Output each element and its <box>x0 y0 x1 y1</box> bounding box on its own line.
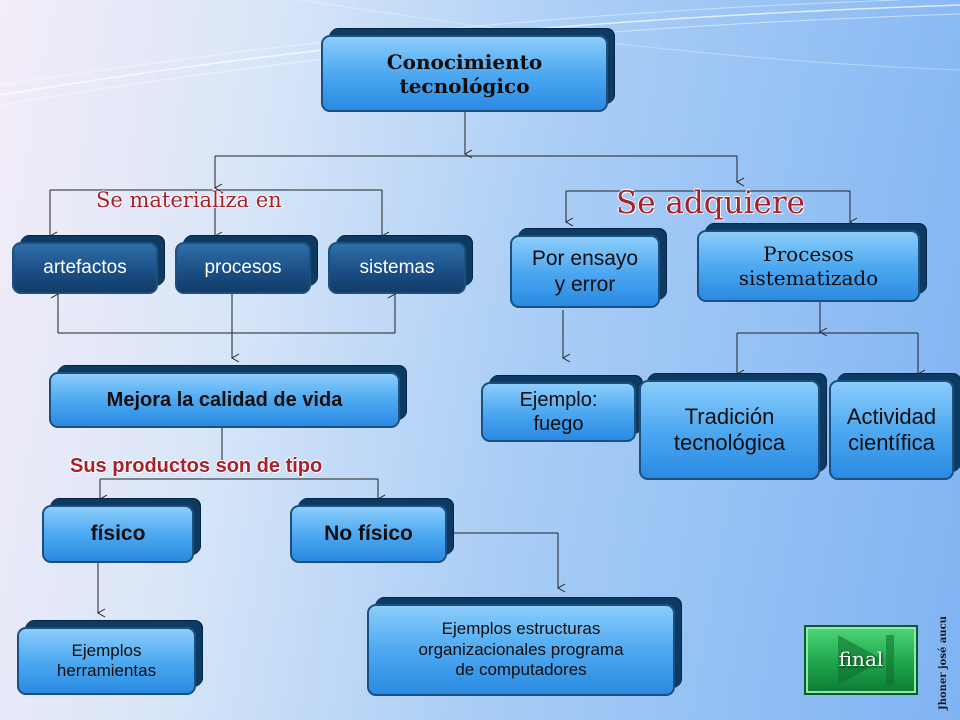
node-por-ensayo-y-error: Por ensayo y error <box>510 235 660 308</box>
final-button[interactable]: final <box>804 625 918 695</box>
final-button-label: final <box>838 647 884 671</box>
label-sus-productos: Sus productos son de tipo <box>70 455 323 477</box>
label-se-adquiere: Se adquiere <box>616 185 805 221</box>
node-procesos: procesos <box>175 242 311 294</box>
node-procesos-text: procesos <box>204 256 282 278</box>
node-ejemplos-herramientas-text: Ejemplos herramientas <box>56 640 157 680</box>
node-artefactos-text: artefactos <box>43 256 127 278</box>
skip-to-end-icon <box>838 635 894 685</box>
node-ejemplos-estructuras-text: Ejemplos estructuras organizacionales pr… <box>418 619 624 680</box>
node-mejora-calidad-vida: Mejora la calidad de vida <box>49 372 400 428</box>
node-conocimiento-tecnologico: Conocimiento tecnológico <box>321 35 608 112</box>
node-fuego-text: Ejemplo: fuego <box>519 389 598 435</box>
node-conocimiento-text: Conocimiento tecnológico <box>386 49 543 98</box>
node-sistemas-text: sistemas <box>359 256 435 278</box>
label-se-materializa-en: Se materializa en <box>96 188 282 212</box>
node-actividad-text: Actividad científica <box>846 403 937 455</box>
node-sistemas: sistemas <box>328 242 466 294</box>
node-artefactos: artefactos <box>12 242 158 294</box>
node-fisico-text: físico <box>90 522 146 546</box>
node-no-fisico: No físico <box>290 505 447 563</box>
node-actividad-cientifica: Actividad científica <box>829 380 954 480</box>
node-fisico: físico <box>42 505 194 563</box>
node-tradicion-text: Tradición tecnológica <box>673 403 786 455</box>
node-procesos-sistematizado: Procesos sistematizado <box>697 230 920 302</box>
node-ensayo-text: Por ensayo y error <box>531 247 639 296</box>
node-no-fisico-text: No físico <box>324 522 413 546</box>
node-ejemplos-estructuras: Ejemplos estructuras organizacionales pr… <box>367 604 675 696</box>
author-credit: Jhoner josé aucu <box>938 616 949 710</box>
node-ejemplos-herramientas: Ejemplos herramientas <box>17 627 196 695</box>
node-ejemplo-fuego: Ejemplo: fuego <box>481 382 636 442</box>
node-tradicion-tecnologica: Tradición tecnológica <box>639 380 820 480</box>
node-sistematizado-text: Procesos sistematizado <box>738 242 879 290</box>
node-mejora-text: Mejora la calidad de vida <box>106 389 343 411</box>
